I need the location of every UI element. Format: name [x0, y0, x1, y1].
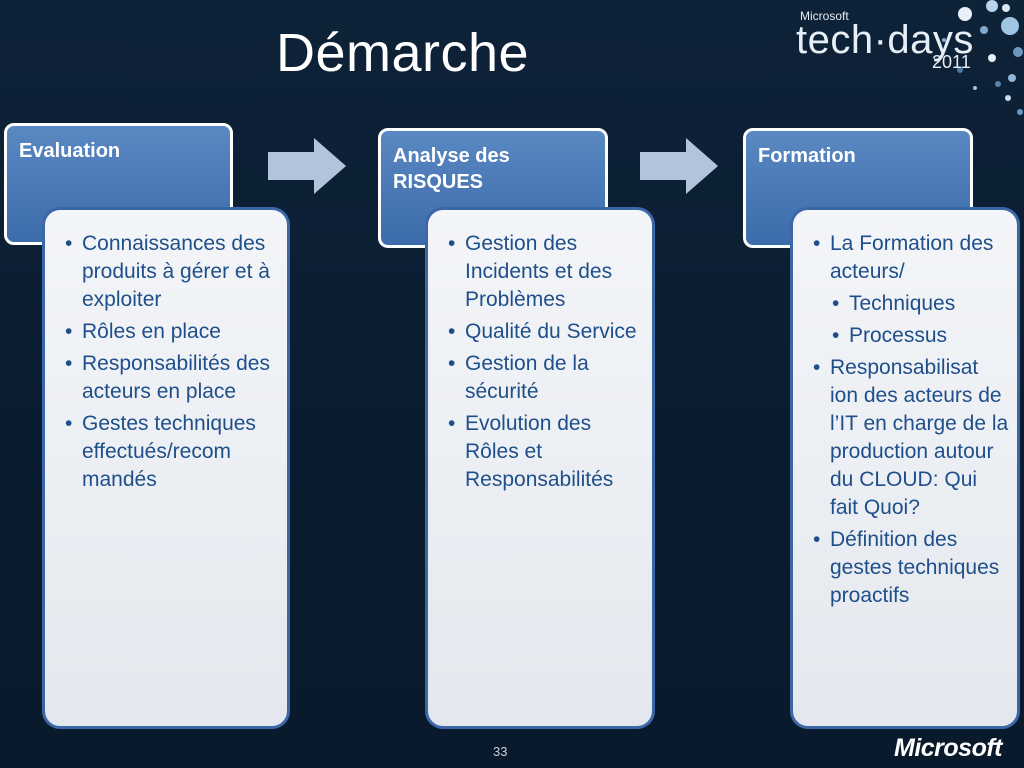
- page-number: 33: [493, 744, 508, 759]
- content-box-formation: La Formation des acteurs/ Techniques Pro…: [790, 207, 1020, 729]
- list-item: Evolution des Rôles et Responsabilités: [446, 410, 644, 494]
- right-arrow-icon: [640, 138, 718, 194]
- list-item: Connaissances des produits à gérer et à …: [63, 230, 279, 314]
- list-item: Rôles en place: [63, 318, 279, 346]
- content-box-evaluation: Connaissances des produits à gérer et à …: [42, 207, 290, 729]
- list-subitem: Processus: [830, 322, 1009, 350]
- list-item: Gestion de la sécurité: [446, 350, 644, 406]
- bullet-list: Connaissances des produits à gérer et à …: [63, 230, 279, 494]
- brand-company: Microsoft: [800, 9, 849, 23]
- list-subitem: Techniques: [830, 290, 1009, 318]
- brand-year: 2011: [932, 52, 971, 72]
- list-item: Responsabilisat ion des acteurs de l’IT …: [811, 354, 1009, 522]
- list-item: La Formation des acteurs/: [811, 230, 1009, 286]
- header-label: Evaluation: [19, 140, 121, 162]
- brand-event: tech·days: [796, 18, 974, 62]
- header-label: Formation: [758, 145, 856, 167]
- list-item: Gestes techniques effectués/recom mandés: [63, 410, 279, 494]
- list-item: Qualité du Service: [446, 318, 644, 346]
- bullet-list: Gestion des Incidents et des Problèmes Q…: [446, 230, 644, 494]
- page-title: Démarche: [276, 23, 530, 83]
- bullet-list: La Formation des acteurs/ Techniques Pro…: [811, 230, 1009, 610]
- microsoft-logo: Microsoft: [894, 734, 1003, 762]
- header-label: Analyse des RISQUES: [393, 145, 510, 193]
- right-arrow-icon: [268, 138, 346, 194]
- list-item: Définition des gestes techniques proacti…: [811, 526, 1009, 610]
- list-item: Gestion des Incidents et des Problèmes: [446, 230, 644, 314]
- list-item: Responsabilités des acteurs en place: [63, 350, 279, 406]
- content-box-analyse: Gestion des Incidents et des Problèmes Q…: [425, 207, 655, 729]
